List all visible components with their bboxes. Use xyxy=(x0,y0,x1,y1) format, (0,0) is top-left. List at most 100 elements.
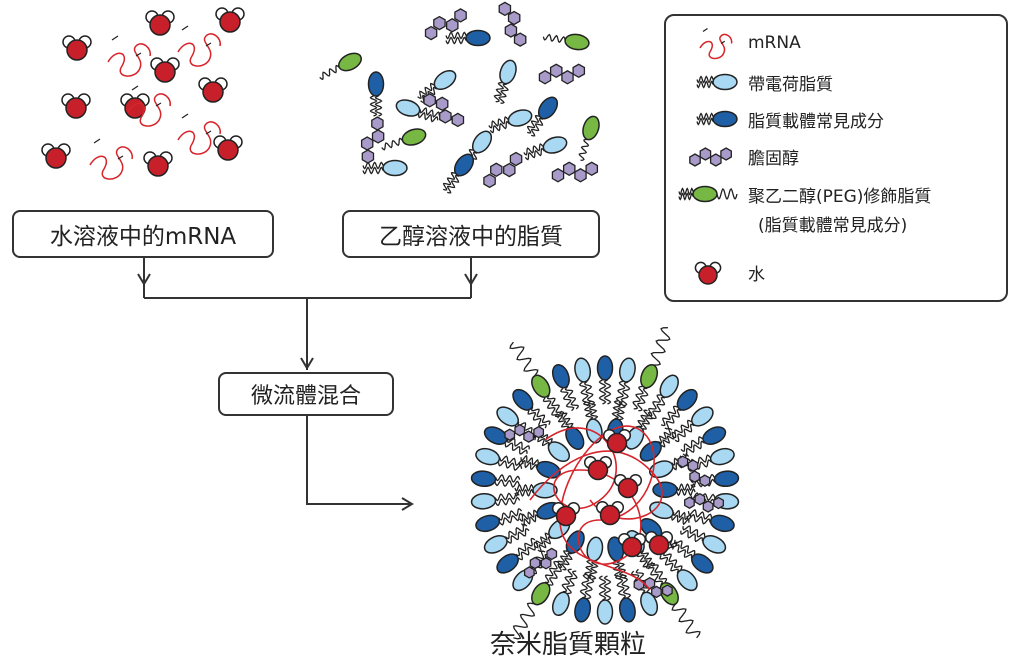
lnp-lipid xyxy=(551,363,580,412)
cholesterol-molecule xyxy=(423,93,465,128)
charged-lipid xyxy=(362,159,408,177)
lnp-lipid xyxy=(551,568,578,617)
charged-lipid-icon xyxy=(696,73,738,91)
cholesterol-molecule xyxy=(684,492,724,513)
lnp-lipid xyxy=(632,363,659,412)
water-molecule xyxy=(595,500,625,526)
water-molecule xyxy=(583,455,613,481)
water-molecule xyxy=(61,93,91,119)
cholesterol-molecule xyxy=(498,1,527,47)
cholesterol-molecule xyxy=(483,151,523,189)
mrna-strand xyxy=(107,35,151,77)
lnp-lipid xyxy=(512,388,551,429)
water-molecule xyxy=(150,57,180,83)
lnp-lipid xyxy=(531,560,562,606)
water-molecule xyxy=(145,10,175,36)
lnp-lipid xyxy=(671,406,714,443)
mrna-strand xyxy=(177,113,221,155)
lnp-lipid xyxy=(496,537,539,574)
charged-lipid xyxy=(523,136,568,161)
label-mrna-in-water: 水溶液中的mRNA xyxy=(12,210,274,258)
lnp-lipid xyxy=(659,551,698,592)
legend-label-cholesterol: 膽固醇 xyxy=(748,149,799,169)
lnp-lipid xyxy=(648,374,679,420)
mrna-in-water-illustration xyxy=(41,7,245,180)
lnp-lipid xyxy=(470,491,521,510)
water-molecule xyxy=(198,77,228,103)
cholesterol-molecule xyxy=(523,547,558,579)
lnp-inner-lipid xyxy=(639,427,676,462)
label-lipids-in-ethanol: 乙醇溶液中的脂質 xyxy=(342,210,600,258)
legend-label-mrna: mRNA xyxy=(748,33,801,53)
lnp-lipid xyxy=(483,426,530,455)
lnp-inner-lipid xyxy=(649,501,692,526)
lnp-lipid xyxy=(680,525,727,554)
lnp-lipid xyxy=(574,573,595,623)
lnp-lipid xyxy=(596,355,614,405)
legend-label-water: 水 xyxy=(748,265,765,285)
charged-lipid xyxy=(395,99,440,123)
water-molecule xyxy=(602,428,632,454)
lnp-lipid xyxy=(596,575,614,625)
lnp-lipid xyxy=(660,388,698,430)
peg-chain xyxy=(650,327,671,366)
lnp-lipid xyxy=(574,357,596,407)
mrna-strand xyxy=(89,138,133,180)
cholesterol-molecule xyxy=(360,116,385,164)
water-molecule xyxy=(41,143,71,169)
mrna-strand xyxy=(127,85,171,127)
cholesterol-molecule xyxy=(424,8,467,41)
peg-chain xyxy=(512,602,536,640)
cholesterol-molecule xyxy=(551,161,599,183)
helper-lipid xyxy=(526,96,559,137)
legend-box: mRNA 帶電荷脂質 脂質載體常見成分 膽固醇 聚乙二醇(PEG)修飾脂質 (脂… xyxy=(664,14,1008,302)
water-molecule xyxy=(213,135,243,161)
water-molecule xyxy=(617,532,647,558)
charged-lipid xyxy=(488,109,533,134)
cholesterol-molecule xyxy=(538,63,586,85)
helper-lipid xyxy=(367,71,385,117)
lnp-lipid xyxy=(615,357,636,407)
encapsulated-mrna xyxy=(529,425,663,591)
cholesterol-molecule xyxy=(689,147,732,167)
lnp-lipid xyxy=(680,426,727,457)
legend-label-helper-lipid: 脂質載體常見成分 xyxy=(748,112,884,132)
lnp-lipid xyxy=(531,374,565,419)
lnp-lipid xyxy=(686,447,735,473)
lnp-lipid xyxy=(470,470,521,488)
water-molecule xyxy=(551,501,581,527)
lipids-in-ethanol-illustration xyxy=(319,1,600,194)
water-molecule xyxy=(120,93,150,119)
arrowhead-right xyxy=(464,273,478,286)
peg-lipid xyxy=(319,52,362,81)
water-molecule xyxy=(644,530,674,556)
peg-lipid xyxy=(542,33,590,51)
lipid-nanoparticle-illustration xyxy=(470,327,740,640)
lnp-inner-lipid xyxy=(554,410,585,450)
mrna-icon xyxy=(699,28,733,60)
lnp-lipid xyxy=(475,507,524,533)
water-molecule xyxy=(694,261,722,285)
lnp-inner-lipid xyxy=(652,481,696,498)
peg-lipid xyxy=(578,115,600,161)
lnp-lipid xyxy=(670,539,714,574)
arrowhead-left xyxy=(137,273,151,286)
water-molecule xyxy=(143,151,173,177)
label-microfluidic-mixing: 微流體混合 xyxy=(218,372,394,416)
arrow-to-nanoparticle xyxy=(306,416,412,505)
water-molecule xyxy=(215,7,245,33)
legend-icons xyxy=(678,28,738,285)
peg-chain xyxy=(671,603,701,639)
water-molecule xyxy=(613,473,643,499)
arrowhead-final xyxy=(401,497,414,511)
lnp-inner-lipid xyxy=(514,482,558,499)
cholesterol-molecule xyxy=(504,423,545,443)
cholesterol-molecule xyxy=(677,455,711,487)
water-molecule xyxy=(62,35,92,61)
peg-chain xyxy=(509,341,539,377)
helper-lipid-icon xyxy=(696,110,738,128)
legend-label-charged-lipid: 帶電荷脂質 xyxy=(748,75,833,95)
mrna-strand xyxy=(177,25,221,67)
helper-lipid xyxy=(445,29,491,47)
peg-lipid xyxy=(381,128,427,151)
